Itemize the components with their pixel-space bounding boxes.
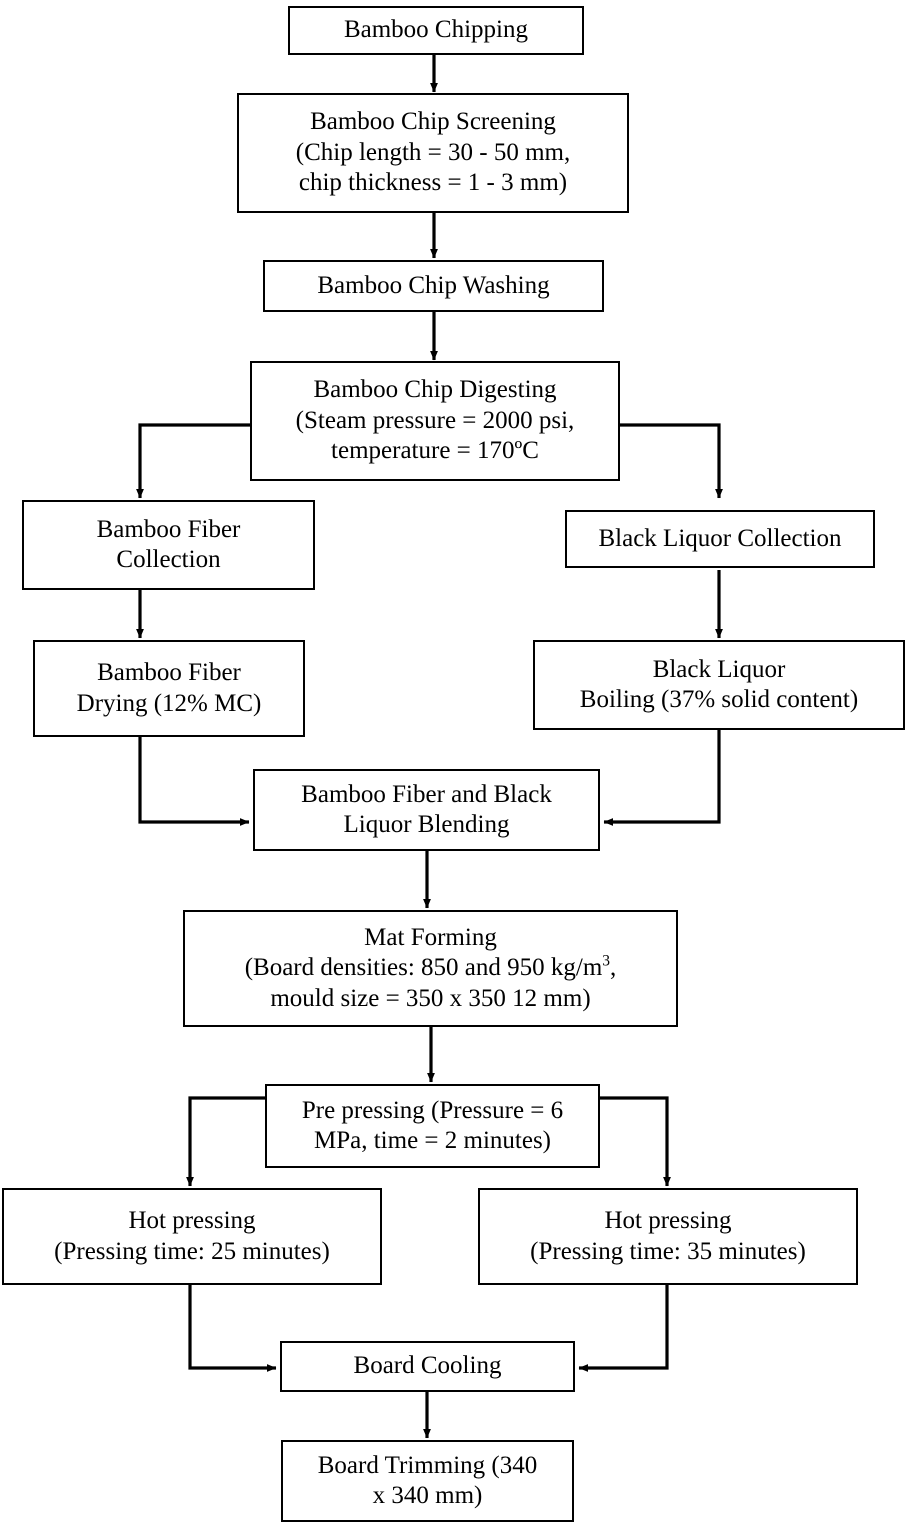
node-line: temperature = 170ºC xyxy=(331,437,539,465)
connector-hot-pressing-25-to-cooling xyxy=(188,1285,277,1372)
node-line: (Pressing time: 25 minutes) xyxy=(54,1237,330,1265)
node-line-density: (Board densities: 850 and 950 kg/m3, xyxy=(245,953,617,984)
node-board-trimming[interactable]: Board Trimming (340 x 340 mm) xyxy=(281,1440,574,1522)
connector-pre-pressing-to-hot-pressing-35 xyxy=(600,1096,671,1187)
connector-digesting-to-liquor-collection xyxy=(620,423,723,499)
node-bamboo-fiber-collection[interactable]: Bamboo Fiber Collection xyxy=(22,500,315,590)
node-line-density-trailing: , xyxy=(610,954,617,982)
node-bamboo-chip-screening[interactable]: Bamboo Chip Screening (Chip length = 30 … xyxy=(237,93,629,213)
node-line: Liquor Blending xyxy=(343,811,510,838)
connector-hot-pressing-35-to-cooling xyxy=(578,1285,669,1372)
connector-liquor-boiling-to-blending xyxy=(603,730,721,826)
node-line: Mat Forming xyxy=(364,923,497,951)
node-line: Drying (12% MC) xyxy=(76,689,262,717)
node-line: Board Trimming (340 xyxy=(317,1451,538,1479)
node-bamboo-chipping[interactable]: Bamboo Chipping xyxy=(288,6,584,55)
node-line: Bamboo Chip Washing xyxy=(317,271,550,299)
node-pre-pressing[interactable]: Pre pressing (Pressure = 6 MPa, time = 2… xyxy=(265,1084,600,1168)
node-line: Board Cooling xyxy=(353,1352,502,1380)
node-line: Black Liquor xyxy=(652,655,786,683)
node-bamboo-fiber-drying[interactable]: Bamboo Fiber Drying (12% MC) xyxy=(33,640,305,737)
node-black-liquor-boiling[interactable]: Black Liquor Boiling (37% solid content) xyxy=(533,640,905,730)
superscript-cubic: 3 xyxy=(602,952,611,970)
node-line: Collection xyxy=(116,546,221,573)
connector-digesting-to-fiber-collection xyxy=(136,423,250,499)
node-line: Hot pressing xyxy=(604,1207,732,1234)
node-hot-pressing-25[interactable]: Hot pressing (Pressing time: 25 minutes) xyxy=(2,1188,382,1285)
node-line: (Chip length = 30 - 50 mm, xyxy=(295,138,571,166)
node-bamboo-chip-washing[interactable]: Bamboo Chip Washing xyxy=(263,260,604,312)
node-line: Bamboo Chipping xyxy=(343,16,529,44)
node-line: Pre pressing (Pressure = 6 xyxy=(301,1096,564,1124)
connector-pre-pressing-to-hot-pressing-25 xyxy=(186,1096,265,1187)
node-mat-forming[interactable]: Mat Forming (Board densities: 850 and 95… xyxy=(183,910,678,1027)
node-line: (Pressing time: 35 minutes) xyxy=(530,1237,806,1265)
node-line: Hot pressing xyxy=(128,1207,256,1234)
node-line: Boiling (37% solid content) xyxy=(579,686,859,713)
node-line: mould size = 350 x 350 12 mm) xyxy=(270,984,591,1012)
node-black-liquor-collection[interactable]: Black Liquor Collection xyxy=(565,510,875,568)
node-line: Bamboo Chip Screening xyxy=(310,108,556,136)
node-hot-pressing-35[interactable]: Hot pressing (Pressing time: 35 minutes) xyxy=(478,1188,858,1285)
node-line: (Steam pressure = 2000 psi, xyxy=(295,406,575,434)
node-line: Bamboo Chip Digesting xyxy=(313,376,557,404)
node-line: x 340 mm) xyxy=(372,1482,483,1509)
node-bamboo-chip-digesting[interactable]: Bamboo Chip Digesting (Steam pressure = … xyxy=(250,361,620,481)
node-line: Bamboo Fiber xyxy=(97,659,241,686)
node-line: Black Liquor Collection xyxy=(598,524,842,552)
connector-fiber-drying-to-blending xyxy=(138,737,250,826)
node-line: chip thickness = 1 - 3 mm) xyxy=(298,169,568,197)
node-line: Bamboo Fiber and Black xyxy=(301,780,552,808)
node-fiber-liquor-blending[interactable]: Bamboo Fiber and Black Liquor Blending xyxy=(253,769,600,851)
node-line: Bamboo Fiber xyxy=(96,515,241,543)
node-line: MPa, time = 2 minutes) xyxy=(314,1127,551,1154)
node-board-cooling[interactable]: Board Cooling xyxy=(280,1341,575,1392)
node-line-density-text: (Board densities: 850 and 950 kg/m xyxy=(244,954,603,982)
